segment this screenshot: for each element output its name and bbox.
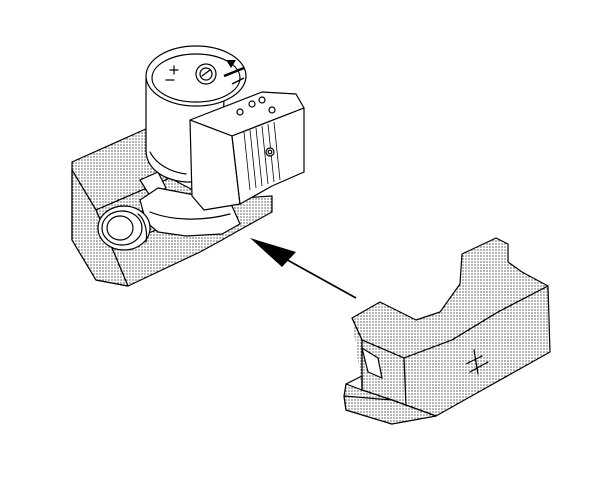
terminal-box xyxy=(189,91,305,211)
insulation-shell-front xyxy=(343,237,551,425)
circulator-pump xyxy=(97,45,305,251)
brand-logo-icon xyxy=(223,60,245,85)
inlet-flange xyxy=(97,205,151,251)
assembly-arrow xyxy=(250,238,357,299)
